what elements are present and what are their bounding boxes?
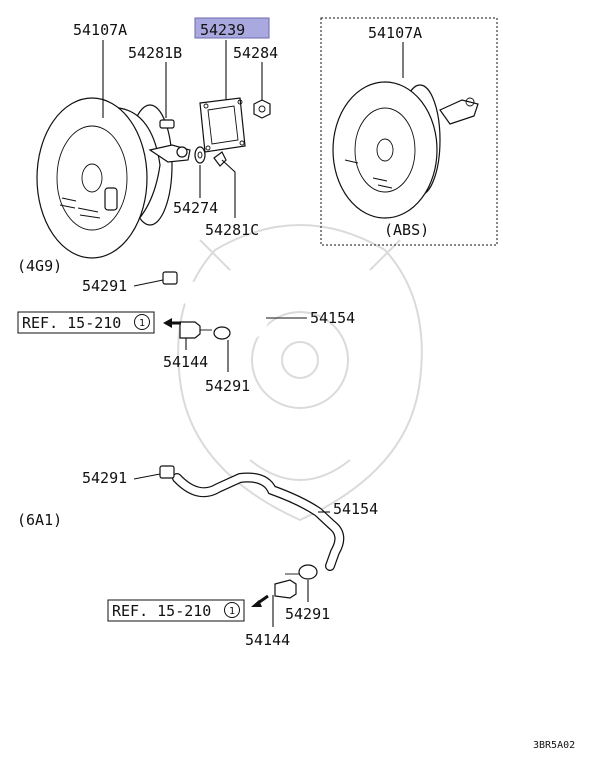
ref-box-lower[interactable]: REF. 15-210 1 — [107, 599, 245, 622]
hose-clamp-lower-top[interactable] — [159, 465, 175, 479]
label-pin: 54281B — [128, 44, 182, 62]
arrow-ref-upper — [163, 318, 181, 328]
label-abs: (ABS) — [384, 221, 429, 239]
label-hose-lower: 54154 — [333, 500, 378, 518]
check-valve-lower[interactable] — [274, 573, 300, 599]
label-check-valve-upper: 54144 — [163, 353, 208, 371]
gasket-part[interactable] — [199, 40, 246, 153]
label-hose-upper: 54154 — [310, 309, 355, 327]
label-washer: 54274 — [173, 199, 218, 217]
watermark-logo — [177, 224, 423, 522]
arrow-ref-lower — [251, 594, 269, 607]
label-clamp-lower-top: 54291 — [82, 469, 127, 487]
label-variant-6a1: (6A1) — [17, 511, 62, 529]
label-booster: 54107A — [73, 21, 127, 39]
brake-booster-abs[interactable] — [332, 81, 479, 219]
ref-num-lower: 1 — [229, 606, 235, 617]
label-clamp-upper-bottom: 54291 — [205, 377, 250, 395]
ref-num-upper: 1 — [139, 318, 145, 329]
washer-part[interactable] — [194, 146, 206, 198]
nut-part[interactable] — [253, 62, 271, 119]
ref-text-lower: REF. 15-210 — [112, 602, 211, 620]
label-nut: 54284 — [233, 44, 278, 62]
vacuum-hose-lower[interactable] — [172, 472, 345, 571]
label-booster-abs: 54107A — [368, 24, 422, 42]
label-check-valve-lower: 54144 — [245, 631, 290, 649]
hose-clamp-upper-top[interactable] — [162, 271, 178, 285]
clip-part[interactable] — [213, 151, 236, 218]
ref-text-upper: REF. 15-210 — [22, 314, 121, 332]
gasket-highlight — [194, 17, 270, 39]
brake-booster[interactable] — [36, 97, 191, 259]
label-variant-4g9: (4G9) — [17, 257, 62, 275]
hose-clamp-upper-bottom[interactable] — [213, 326, 231, 340]
vacuum-hose-upper[interactable] — [166, 281, 270, 344]
hose-clamp-lower-bottom[interactable] — [298, 564, 318, 580]
label-clamp-lower-bottom: 54291 — [285, 605, 330, 623]
diagram-code: 3BR5A02 — [533, 740, 575, 751]
ref-box-upper[interactable]: REF. 15-210 1 — [17, 311, 155, 334]
abs-inset-box: 54107A (ABS) — [320, 17, 498, 246]
label-gasket[interactable]: 54239 — [200, 21, 245, 39]
check-valve-upper[interactable] — [179, 321, 212, 339]
label-clip: 54281C — [205, 221, 259, 239]
pin-part[interactable] — [159, 62, 175, 129]
label-clamp-upper-top: 54291 — [82, 277, 127, 295]
